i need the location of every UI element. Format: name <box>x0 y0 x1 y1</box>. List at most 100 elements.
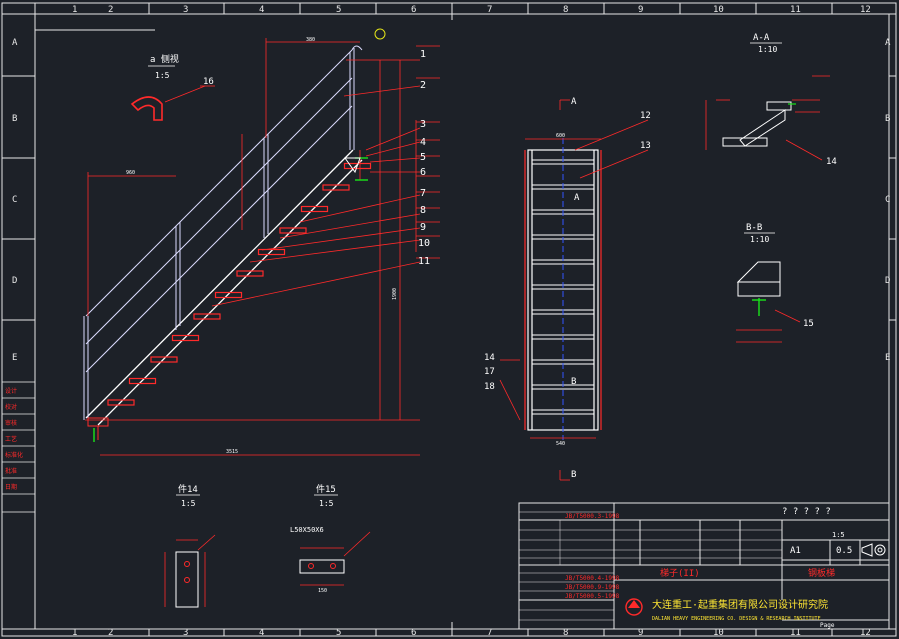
part-14-view: 件14 1:5 <box>164 483 216 608</box>
std-code-1: JB/T5000.3-1998 <box>565 513 620 520</box>
dim-plan-width: 600 <box>556 133 565 139</box>
company-en: DALIAN HEAVY ENGINEERING CO. DESIGN & RE… <box>652 616 821 622</box>
col-label: 9 <box>638 5 643 15</box>
rev-label: 日期 <box>5 483 17 491</box>
detail-marker <box>374 28 386 40</box>
balloon-18: 18 <box>484 382 495 392</box>
balloon-10: 10 <box>418 238 430 249</box>
col-label: 3 <box>183 628 188 638</box>
stair-tread <box>279 227 307 234</box>
col-label: 4 <box>259 5 264 15</box>
stair-tread <box>150 356 178 363</box>
stair-side-view: 380 960 3515 1900 <box>83 28 420 456</box>
col-label: 6 <box>411 5 416 15</box>
detail-a-scale: 1:5 <box>155 71 170 80</box>
rev-label: 标准化 <box>5 451 23 459</box>
col-label: 1 <box>72 5 77 15</box>
dim-overall: 3515 <box>226 449 238 455</box>
balloon-14b: 14 <box>484 353 495 363</box>
col-label: 7 <box>487 628 492 638</box>
material-name: 钢板梯 <box>808 567 835 579</box>
rev-label: 审核 <box>5 419 17 427</box>
part14-title: 件14 <box>178 483 198 495</box>
col-label: 2 <box>108 628 113 638</box>
col-label: 10 <box>713 5 724 15</box>
balloon-8: 8 <box>420 205 426 216</box>
row-label: B <box>885 114 890 124</box>
detail-a-view: a 侧视 1:5 16 <box>130 53 215 121</box>
stair-tread <box>300 205 329 213</box>
part14-scale: 1:5 <box>181 499 196 508</box>
section-mark-b: B <box>571 377 576 387</box>
revision-strip: 设计 校对 审核 工艺 标准化 批准 日期 <box>1 381 36 513</box>
leader-lines <box>211 45 440 307</box>
col-label: 4 <box>259 628 264 638</box>
question-marks: ? ? ? ? ? <box>782 507 831 517</box>
balloon-11: 11 <box>418 256 430 267</box>
stair-tread <box>322 184 350 191</box>
company-cn: 大连重工·起重集团有限公司设计研究院 <box>652 598 828 611</box>
balloon-9: 9 <box>420 222 426 233</box>
dim-height: 1900 <box>392 288 398 300</box>
row-label: A <box>12 38 18 48</box>
section-aa-title: A-A <box>753 33 770 43</box>
std-code-3: JB/T5000.9-1998 <box>565 584 620 591</box>
balloon-2: 2 <box>420 80 426 91</box>
rev-label: 校对 <box>5 403 17 411</box>
part15-scale: 1:5 <box>319 499 334 508</box>
col-label: 8 <box>563 5 568 15</box>
std-code-4: JB/T5000.5-1998 <box>565 593 620 600</box>
ladder-front-view: 600 540 A A B B 12 13 14 17 18 <box>484 97 651 481</box>
title-block: JB/T5000.3-1998 JB/T5000.4-1998 JB/T5000… <box>518 502 890 630</box>
stair-tread <box>107 399 135 406</box>
balloon-16: 16 <box>203 77 214 87</box>
stair-tread <box>193 313 221 320</box>
balloon-17: 17 <box>484 367 495 377</box>
dim-part15-width: 150 <box>318 588 327 594</box>
balloon-7: 7 <box>420 188 426 199</box>
col-label: 2 <box>108 5 113 15</box>
col-label: 9 <box>638 628 643 638</box>
stair-tread <box>236 270 264 277</box>
part15-title: 件15 <box>316 483 336 495</box>
section-mark-a2: A <box>574 193 580 203</box>
col-label: 12 <box>860 5 871 15</box>
row-label: C <box>12 195 17 205</box>
section-aa-view: A-A 1:10 <box>705 33 830 161</box>
weight-value: 0.5 <box>836 546 852 556</box>
rev-label: 批准 <box>5 467 17 475</box>
balloon-5: 5 <box>420 152 426 163</box>
part-15-view: 件15 1:5 L50X50X6 150 <box>290 483 371 594</box>
row-label: C <box>885 195 890 205</box>
col-label: 5 <box>336 628 341 638</box>
section-bb-view: B-B 1:10 15 <box>736 223 814 343</box>
stair-tread <box>214 291 243 299</box>
balloon-1: 1 <box>420 49 426 60</box>
scale-value: 1:5 <box>832 531 845 539</box>
stair-tread <box>128 377 157 385</box>
section-aa-scale: 1:10 <box>758 45 777 54</box>
row-label: D <box>12 276 17 286</box>
balloon-13: 13 <box>640 141 651 151</box>
drawing-name: 梯子(II) <box>660 567 700 579</box>
col-label: 8 <box>563 628 568 638</box>
std-code-2: JB/T5000.4-1998 <box>565 575 620 582</box>
column-ticks <box>2 3 896 636</box>
balloon-6: 6 <box>420 167 426 178</box>
col-label: 6 <box>411 628 416 638</box>
col-label: 5 <box>336 5 341 15</box>
col-label: 10 <box>713 628 724 638</box>
col-label: 1 <box>72 628 77 638</box>
sheet-size: A1 <box>790 546 801 556</box>
row-label: A <box>885 38 891 48</box>
page-label: Page <box>820 622 835 629</box>
col-label: 11 <box>790 5 801 15</box>
balloon-12: 12 <box>640 111 651 121</box>
row-label: D <box>885 276 890 286</box>
balloon-3: 3 <box>420 119 426 130</box>
stair-tread <box>343 162 372 170</box>
stair-tread <box>171 334 200 342</box>
section-mark-a: A <box>571 97 577 107</box>
projection-symbol-icon <box>861 543 886 557</box>
